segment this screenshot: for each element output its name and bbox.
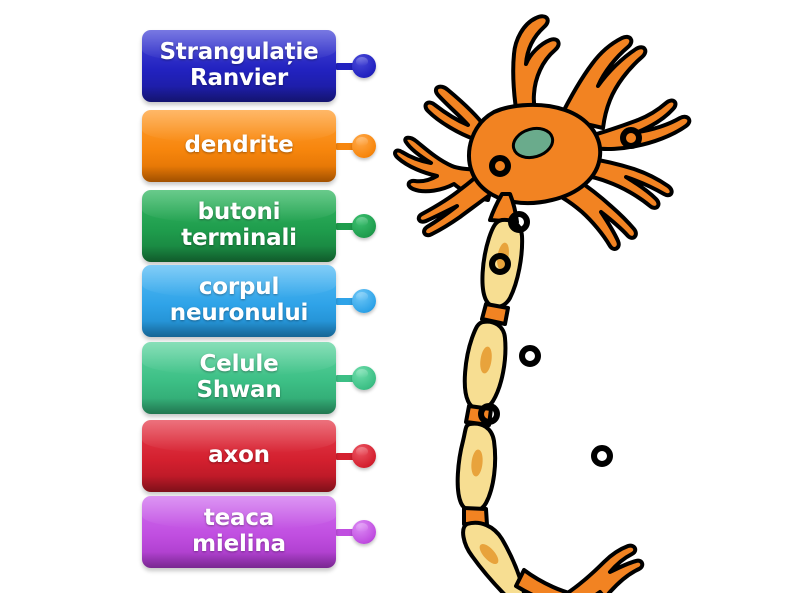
label-text-celule-shwan: Celule Shwan bbox=[196, 351, 282, 403]
terminal-branch-right-down bbox=[595, 590, 604, 593]
draggable-label-dendrite[interactable]: dendrite bbox=[142, 110, 336, 182]
connector-stem-ranvier bbox=[336, 62, 355, 70]
connector-dendrite bbox=[336, 134, 376, 158]
drop-target-2[interactable] bbox=[620, 127, 642, 149]
drop-target-6[interactable] bbox=[478, 403, 500, 425]
connector-celule-shwan bbox=[336, 366, 376, 390]
label-text-dendrite: dendrite bbox=[184, 131, 294, 158]
connector-corpul-neuronului bbox=[336, 289, 376, 313]
label-row-ranvier[interactable]: Strangulație Ranvier bbox=[142, 30, 377, 102]
node-of-ranvier-1 bbox=[480, 302, 510, 326]
draggable-label-axon[interactable]: axon bbox=[142, 420, 336, 492]
connector-stem-axon bbox=[336, 452, 355, 460]
connector-knob-teaca-mielina[interactable] bbox=[352, 520, 376, 544]
label-text-teaca-mielina: teaca mielina bbox=[192, 505, 286, 557]
neuron-illustration-svg bbox=[393, 14, 692, 593]
connector-stem-celule-shwan bbox=[336, 374, 355, 382]
drop-target-3[interactable] bbox=[508, 211, 530, 233]
terminal-branch-right-up bbox=[564, 543, 645, 593]
neuron-diagram bbox=[390, 8, 790, 593]
connector-knob-dendrite[interactable] bbox=[352, 134, 376, 158]
dendrite-left-lower bbox=[416, 171, 498, 238]
label-text-ranvier: Strangulație Ranvier bbox=[159, 39, 319, 91]
connector-stem-dendrite bbox=[336, 142, 355, 150]
myelin-mark-3 bbox=[471, 449, 483, 477]
label-text-butoni-terminali: butoni terminali bbox=[181, 199, 297, 251]
connector-knob-ranvier[interactable] bbox=[352, 54, 376, 78]
draggable-label-celule-shwan[interactable]: Celule Shwan bbox=[142, 342, 336, 414]
connector-stem-butoni-terminali bbox=[336, 222, 355, 230]
terminal-buttons-group bbox=[514, 543, 645, 593]
terminal-branch-trunk bbox=[514, 568, 576, 593]
connector-ranvier bbox=[336, 54, 376, 78]
label-row-teaca-mielina[interactable]: teaca mielina bbox=[142, 496, 377, 568]
connector-stem-corpul-neuronului bbox=[336, 297, 355, 305]
label-row-corpul-neuronului[interactable]: corpul neuronului bbox=[142, 265, 377, 337]
myelin-mark-4 bbox=[479, 543, 499, 565]
nucleus bbox=[511, 126, 555, 160]
connector-knob-axon[interactable] bbox=[352, 444, 376, 468]
connector-stem-teaca-mielina bbox=[336, 528, 355, 536]
connector-knob-butoni-terminali[interactable] bbox=[352, 214, 376, 238]
draggable-label-corpul-neuronului[interactable]: corpul neuronului bbox=[142, 265, 336, 337]
label-row-dendrite[interactable]: dendrite bbox=[142, 110, 377, 182]
draggable-label-ranvier[interactable]: Strangulație Ranvier bbox=[142, 30, 336, 102]
dendrite-top-right bbox=[558, 34, 648, 130]
dendrite-right-middle bbox=[580, 156, 674, 210]
dendrite-top-center bbox=[511, 14, 561, 128]
draggable-label-teaca-mielina[interactable]: teaca mielina bbox=[142, 496, 336, 568]
connector-teaca-mielina bbox=[336, 520, 376, 544]
dendrite-right-lower bbox=[561, 174, 638, 251]
label-list: Strangulație Ranvier dendrite butoni ter… bbox=[142, 0, 382, 600]
label-row-celule-shwan[interactable]: Celule Shwan bbox=[142, 342, 377, 414]
connector-butoni-terminali bbox=[336, 214, 376, 238]
label-text-corpul-neuronului: corpul neuronului bbox=[169, 274, 309, 326]
myelin-mark-2 bbox=[480, 346, 492, 374]
drop-target-7[interactable] bbox=[591, 445, 613, 467]
connector-knob-celule-shwan[interactable] bbox=[352, 366, 376, 390]
label-row-butoni-terminali[interactable]: butoni terminali bbox=[142, 190, 377, 262]
drop-target-5[interactable] bbox=[519, 345, 541, 367]
connector-axon bbox=[336, 444, 376, 468]
connector-knob-corpul-neuronului[interactable] bbox=[352, 289, 376, 313]
drop-target-1[interactable] bbox=[489, 155, 511, 177]
drop-target-4[interactable] bbox=[489, 253, 511, 275]
draggable-label-butoni-terminali[interactable]: butoni terminali bbox=[142, 190, 336, 262]
label-row-axon[interactable]: axon bbox=[142, 420, 377, 492]
label-text-axon: axon bbox=[208, 441, 270, 468]
